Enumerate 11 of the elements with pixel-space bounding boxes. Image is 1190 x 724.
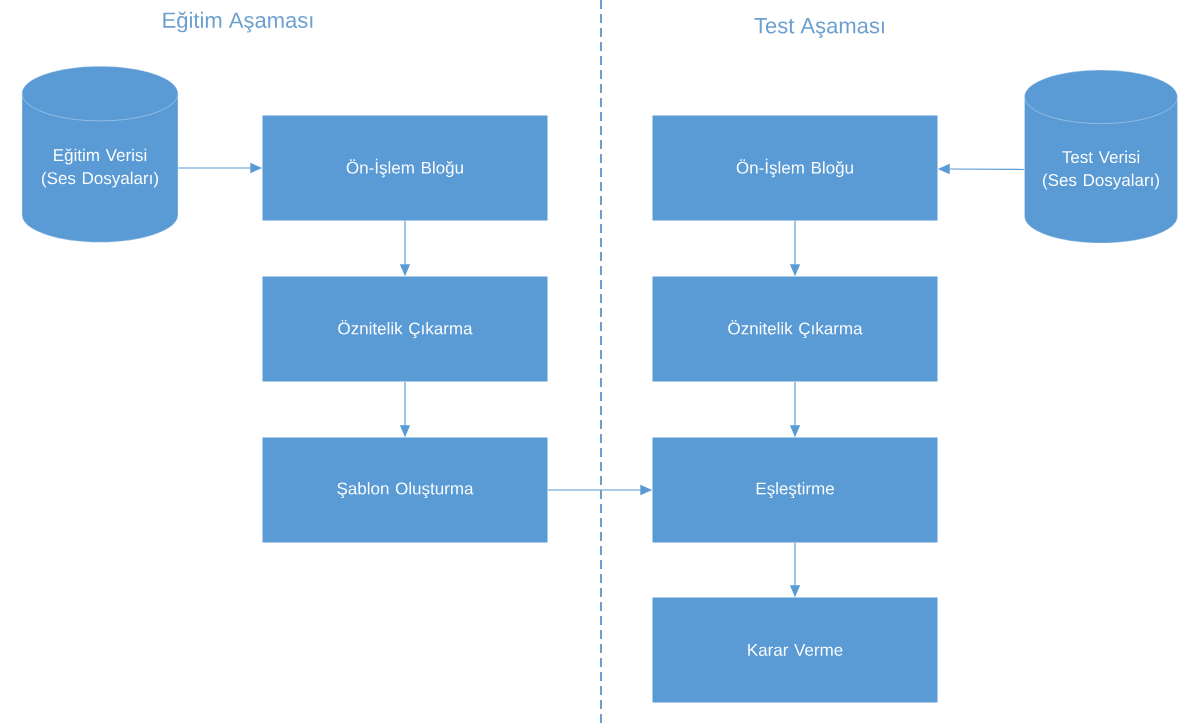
process-box: Öznitelik Çıkarma <box>652 276 938 382</box>
process-box: Ön-İşlem Bloğu <box>652 115 938 221</box>
process-box: Öznitelik Çıkarma <box>262 276 548 382</box>
process-box: Eşleştirme <box>652 437 938 543</box>
database-cylinder: Test Verisi (Ses Dosyaları) <box>1024 69 1178 244</box>
process-box: Şablon Oluşturma <box>262 437 548 543</box>
process-box: Karar Verme <box>652 597 938 703</box>
section-heading: Eğitim Aşaması <box>163 11 313 33</box>
process-box: Ön-İşlem Bloğu <box>262 115 548 221</box>
section-heading: Test Aşaması <box>754 18 884 38</box>
database-cylinder: Eğitim Verisi (Ses Dosyaları) <box>21 66 179 243</box>
